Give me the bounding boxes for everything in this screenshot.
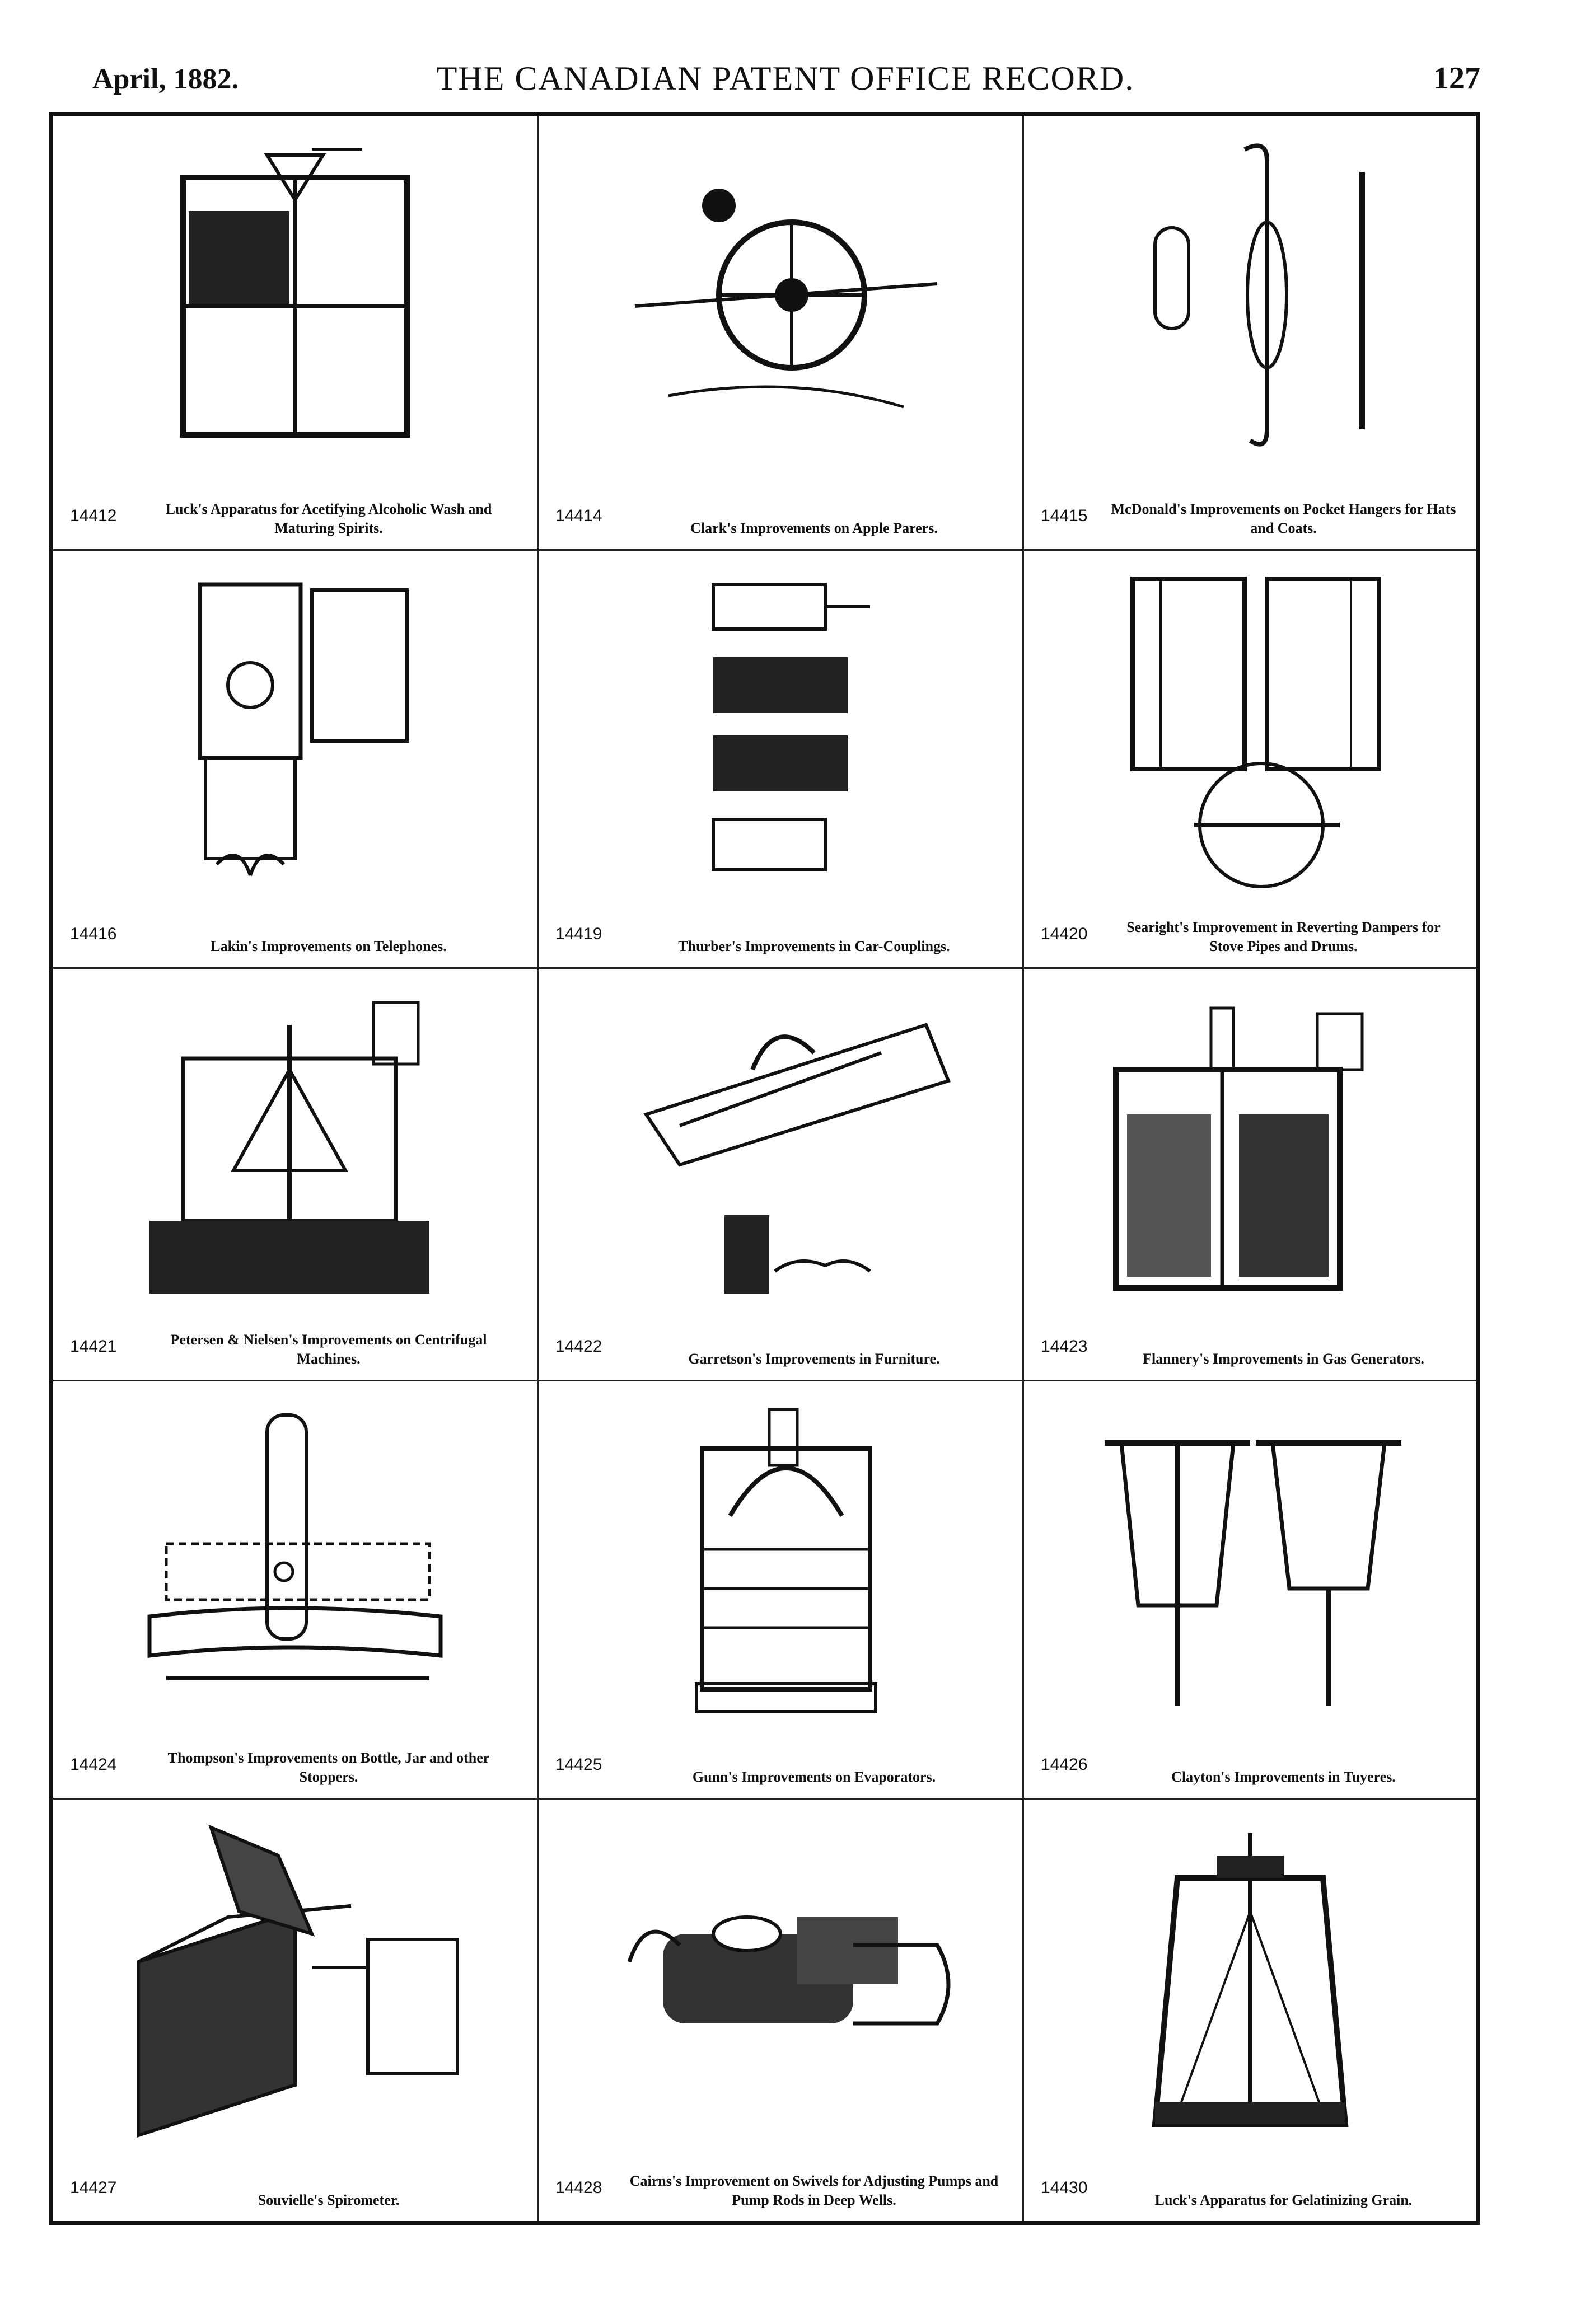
patent-caption: Lakin's Improvements on Telephones.	[211, 938, 447, 955]
patent-cell: 14422 Garretson's Improvements in Furnit…	[539, 969, 1024, 1381]
patent-caption: Petersen & Nielsen's Improvements on Cen…	[170, 1332, 487, 1367]
patent-caption: Luck's Apparatus for Acetifying Alcoholi…	[165, 501, 492, 537]
coupling-drawing-icon	[712, 583, 870, 872]
patent-cell: 14425 Gunn's Improvements on Evaporators…	[539, 1381, 1024, 1800]
hook-drawing-icon	[1153, 143, 1365, 447]
patent-caption: Garretson's Improvements in Furniture.	[688, 1351, 940, 1367]
patent-number: 14425	[555, 1755, 602, 1774]
patent-cell: 14415 McDonald's Improvements on Pocket …	[1024, 116, 1476, 551]
stopper-drawing-icon	[147, 1413, 443, 1680]
patent-number: 14423	[1041, 1337, 1088, 1356]
patent-caption: Luck's Apparatus for Gelatinizing Grain.	[1154, 2192, 1413, 2209]
telephone-drawing-icon	[198, 582, 409, 876]
patent-number: 14426	[1041, 1755, 1088, 1774]
vat-drawing-icon	[180, 148, 410, 438]
patent-number: 14416	[70, 925, 117, 943]
patent-number: 14430	[1041, 2178, 1088, 2197]
damper-drawing-icon	[1130, 577, 1381, 888]
patent-cell: 14428 Cairns's Improvement on Swivels fo…	[539, 1800, 1024, 2221]
issue-date: April, 1882.	[92, 63, 239, 95]
centrifuge-drawing-icon	[149, 1001, 429, 1294]
gear-wheel-drawing-icon	[634, 189, 938, 409]
illustration-frame: 14412 Luck's Apparatus for Acetifying Al…	[49, 112, 1480, 2225]
patent-caption: Clark's Improvements on Apple Parers.	[690, 520, 938, 537]
patent-cell: 14419 Thurber's Improvements in Car-Coup…	[539, 551, 1024, 969]
page-number: 127	[1433, 61, 1480, 96]
patent-caption: Searight's Improvement in Reverting Damp…	[1126, 919, 1441, 955]
tuyere-drawing-icon	[1104, 1440, 1401, 1706]
patent-caption: Cairns's Improvement on Swivels for Adju…	[629, 2173, 999, 2209]
page-header: April, 1882. THE CANADIAN PATENT OFFICE …	[0, 0, 1571, 106]
patent-number: 14428	[555, 2178, 602, 2197]
patent-cell: 14414 Clark's Improvements on Apple Pare…	[539, 116, 1024, 551]
patent-cell: 14412 Luck's Apparatus for Acetifying Al…	[53, 116, 539, 551]
spirometer-drawing-icon	[137, 1824, 459, 2138]
patent-caption: Clayton's Improvements in Tuyeres.	[1171, 1769, 1396, 1786]
grain-apparatus-drawing-icon	[1152, 1833, 1348, 2127]
patent-grid: 14412 Luck's Apparatus for Acetifying Al…	[53, 116, 1476, 2221]
patent-cell: 14416 Lakin's Improvements on Telephones…	[53, 551, 539, 969]
patent-number: 14419	[555, 925, 602, 943]
publication-title: THE CANADIAN PATENT OFFICE RECORD.	[436, 60, 1135, 97]
patent-number: 14412	[70, 507, 117, 525]
patent-caption: Flannery's Improvements in Gas Generator…	[1143, 1351, 1424, 1367]
patent-cell: 14421 Petersen & Nielsen's Improvements …	[53, 969, 539, 1381]
patent-caption: Thurber's Improvements in Car-Couplings.	[678, 938, 950, 955]
evaporator-drawing-icon	[695, 1408, 877, 1713]
swivel-drawing-icon	[627, 1915, 951, 2026]
furniture-drawing-icon	[643, 1023, 951, 1294]
patent-caption: Souvielle's Spirometer.	[258, 2192, 400, 2209]
patent-number: 14414	[555, 507, 602, 525]
patent-caption: Gunn's Improvements on Evaporators.	[692, 1769, 936, 1786]
gas-generator-drawing-icon	[1112, 1006, 1363, 1291]
patent-cell: 14427 Souvielle's Spirometer.	[53, 1800, 539, 2221]
patent-caption: McDonald's Improvements on Pocket Hanger…	[1111, 501, 1456, 537]
patent-number: 14420	[1041, 925, 1088, 943]
patent-cell: 14423 Flannery's Improvements in Gas Gen…	[1024, 969, 1476, 1381]
patent-number: 14424	[70, 1755, 117, 1774]
patent-number: 14421	[70, 1337, 117, 1356]
patent-cell: 14424 Thompson's Improvements on Bottle,…	[53, 1381, 539, 1800]
patent-cell: 14430 Luck's Apparatus for Gelatinizing …	[1024, 1800, 1476, 2221]
patent-number: 14427	[70, 2178, 117, 2197]
patent-number: 14422	[555, 1337, 602, 1356]
patent-number: 14415	[1041, 507, 1088, 525]
patent-cell: 14420 Searight's Improvement in Revertin…	[1024, 551, 1476, 969]
patent-cell: 14426 Clayton's Improvements in Tuyeres.	[1024, 1381, 1476, 1800]
patent-caption: Thompson's Improvements on Bottle, Jar a…	[167, 1750, 490, 1786]
